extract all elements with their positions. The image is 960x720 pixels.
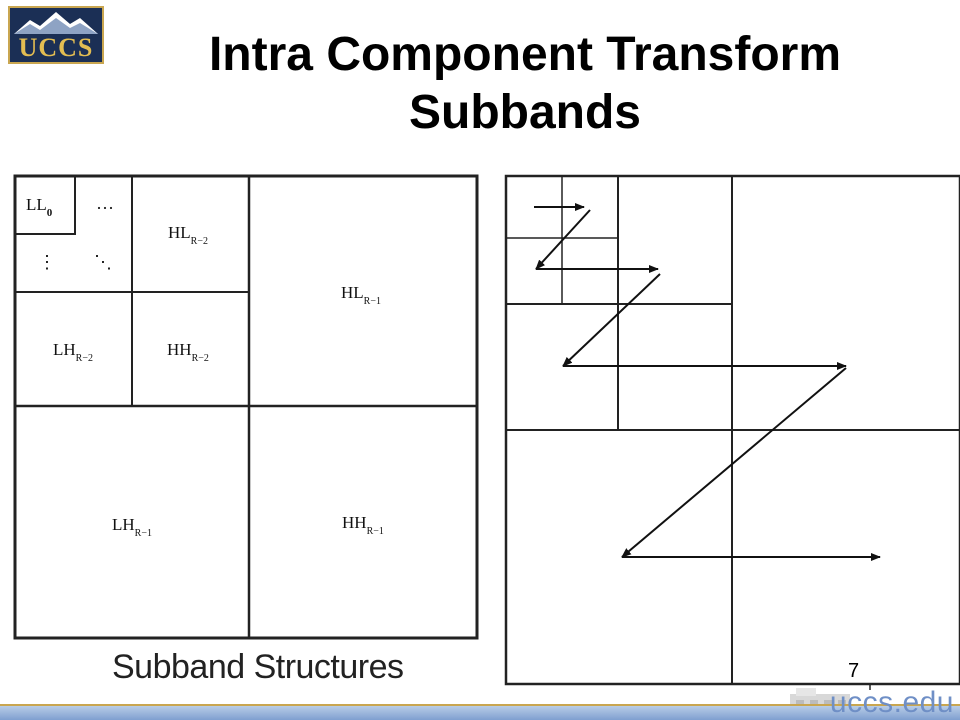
lh-r1-label: LHR−1 bbox=[112, 515, 152, 539]
slide-title: Intra Component Transform Subbands bbox=[100, 26, 950, 142]
hh-r2-label: HHR−2 bbox=[167, 340, 209, 364]
hdots-glyph: ··· bbox=[96, 198, 114, 218]
hl-r2-label: HLR−2 bbox=[168, 223, 208, 247]
scan-arrow-6 bbox=[621, 367, 847, 558]
scan-order-diagram bbox=[504, 174, 960, 690]
footer-url: uccs.edu bbox=[829, 686, 954, 719]
hl-r1-label: HLR−1 bbox=[341, 283, 381, 307]
title-line-1: Intra Component Transform bbox=[208, 28, 842, 81]
footer-gold-stripe bbox=[0, 704, 960, 706]
ll0-box bbox=[14, 175, 76, 235]
lh-r2-label: LHR−2 bbox=[53, 340, 93, 364]
figure-caption: Subband Structures bbox=[112, 648, 404, 686]
logo-text: UCCS bbox=[18, 33, 94, 62]
vdots-glyph: ⋮ bbox=[38, 252, 56, 272]
mountain-icon bbox=[14, 12, 98, 34]
uccs-logo: UCCS bbox=[8, 6, 104, 64]
footer-bar bbox=[0, 706, 960, 720]
scan-arrow-4 bbox=[562, 273, 661, 367]
scan-arrow-2 bbox=[535, 209, 591, 270]
title-line-2: Subbands bbox=[408, 86, 641, 139]
ll0-label: LL0 bbox=[26, 195, 53, 219]
page-number: 7 bbox=[848, 660, 860, 682]
subband-structure-diagram: LL0 ··· ⋮ ⋱ HLR−2 LHR−2 HHR−2 HLR−1 LHR−… bbox=[13, 174, 479, 640]
hh-r1-label: HHR−1 bbox=[342, 513, 384, 537]
ddots-glyph: ⋱ bbox=[94, 252, 112, 272]
